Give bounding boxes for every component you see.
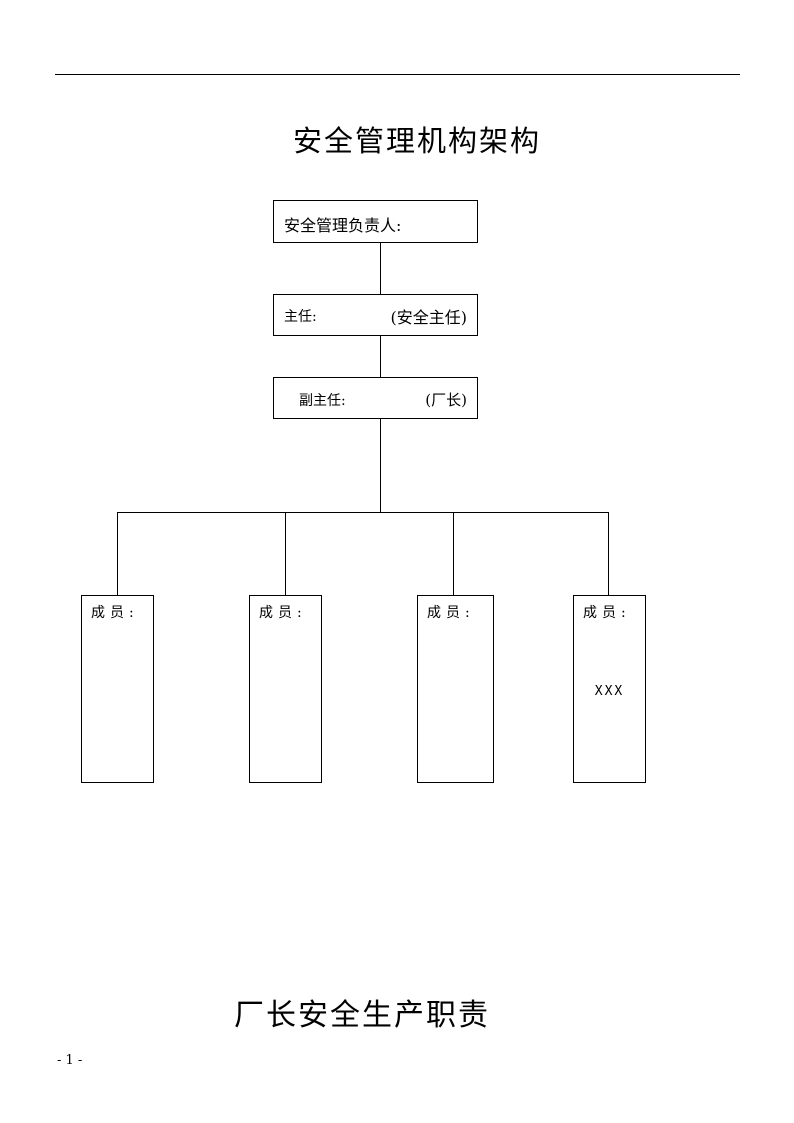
member-box: 成员: bbox=[81, 595, 154, 783]
page-title: 安全管理机构架构 bbox=[0, 118, 794, 160]
director-role: (安全主任) bbox=[390, 308, 468, 327]
header-rule bbox=[55, 74, 740, 75]
safety-head-box: 安全管理负责人: bbox=[273, 200, 478, 243]
director-box: 主任: (安全主任) bbox=[273, 294, 478, 336]
director-label: 主任: bbox=[284, 309, 317, 325]
member-value: XXX bbox=[594, 684, 625, 699]
connector-director-deputy bbox=[380, 335, 381, 378]
member-label: 成员: bbox=[259, 605, 307, 621]
member-box: 成员: bbox=[417, 595, 494, 783]
deputy-director-role: (厂长) bbox=[425, 391, 467, 409]
connector-head-director bbox=[380, 242, 381, 295]
page-title-text: 安全管理机构架构 bbox=[292, 124, 541, 158]
connector-member-1 bbox=[117, 512, 118, 596]
connector-member-4 bbox=[608, 512, 609, 596]
deputy-director-label: 副主任: bbox=[299, 393, 346, 409]
connector-member-2 bbox=[285, 512, 286, 596]
page-number: - 1 - bbox=[57, 1053, 83, 1068]
member-label: 成员: bbox=[427, 605, 475, 621]
member-box: 成员: bbox=[249, 595, 322, 783]
member-label: 成员: bbox=[91, 605, 139, 621]
connector-bus bbox=[117, 512, 609, 513]
section-title: 厂长安全生产职责 bbox=[234, 998, 490, 1033]
safety-head-label: 安全管理负责人: bbox=[284, 216, 402, 235]
deputy-director-box: 副主任: (厂长) bbox=[273, 377, 478, 419]
connector-member-3 bbox=[453, 512, 454, 596]
connector-deputy-bus bbox=[380, 418, 381, 513]
member-box: 成员: XXX bbox=[573, 595, 646, 783]
member-label: 成员: bbox=[583, 605, 631, 621]
